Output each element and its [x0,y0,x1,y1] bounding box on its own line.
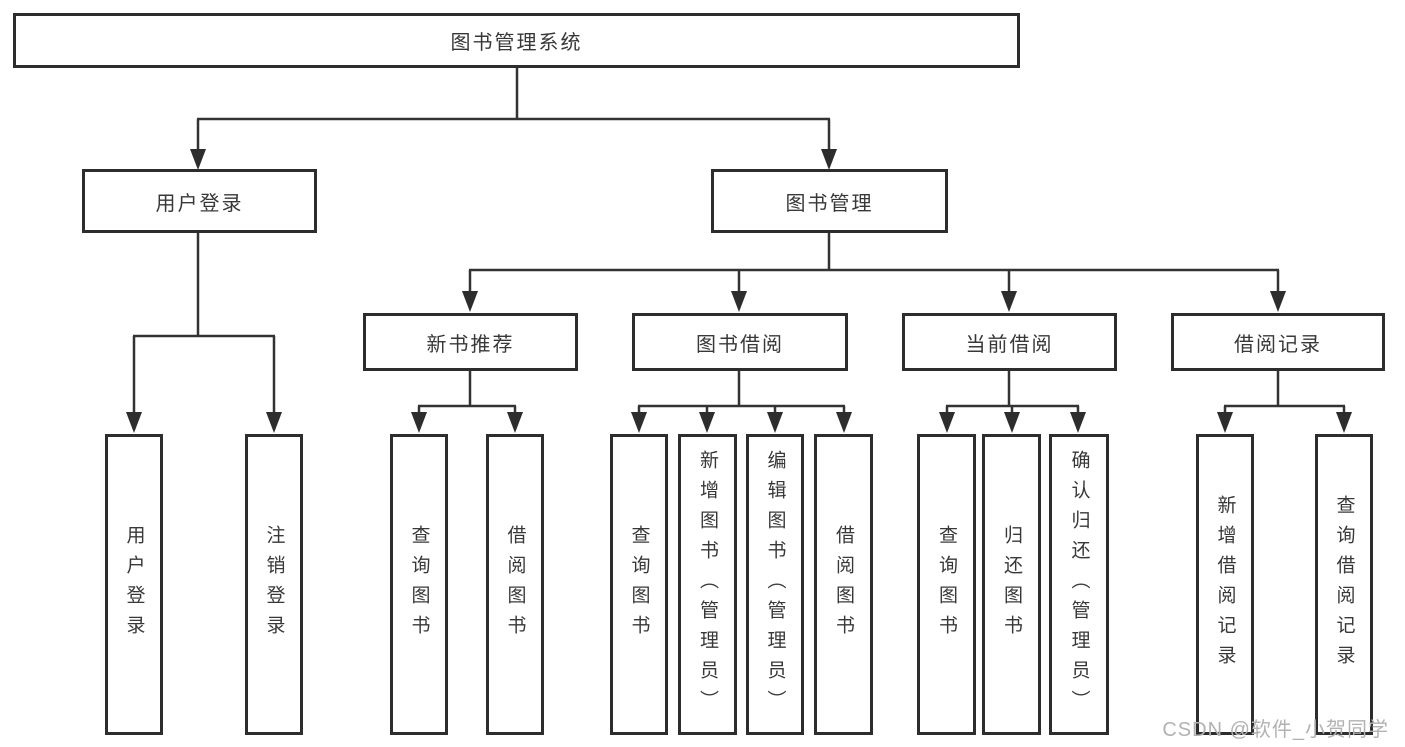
leaf-add-book-admin: 新增图书（管理员） [678,434,737,735]
node-book-borrowing: 图书借阅 [632,313,848,371]
arrow-down-icon [266,412,282,433]
leaf-query-books-recommend: 查询图书 [390,434,448,735]
arrow-down-icon [836,412,852,433]
arrow-down-icon [939,412,955,433]
leaf-query-books-current: 查询图书 [917,434,976,735]
node-new-book-recommend: 新书推荐 [363,313,578,371]
leaf-borrow-books-recommend: 借阅图书 [486,434,544,735]
leaf-confirm-return-admin: 确认归还（管理员） [1049,434,1109,735]
arrow-down-icon [190,149,206,170]
arrow-down-icon [821,149,837,170]
arrow-down-icon [1070,412,1086,433]
arrow-down-icon [1004,412,1020,433]
arrow-down-icon [1270,291,1286,312]
arrow-down-icon [507,412,523,433]
arrow-down-icon [1217,412,1233,433]
node-book-management: 图书管理 [711,169,948,233]
leaf-edit-book-admin: 编辑图书（管理员） [746,434,804,735]
leaf-query-borrow-record: 查询借阅记录 [1315,434,1373,735]
leaf-query-books-borrowing: 查询图书 [610,434,668,735]
leaf-return-books: 归还图书 [982,434,1041,735]
watermark: CSDN @软件_小贺同学 [1162,719,1389,741]
arrow-down-icon [631,412,647,433]
arrow-down-icon [767,412,783,433]
arrow-down-icon [1336,412,1352,433]
node-user-login: 用户登录 [82,169,317,233]
node-library-management-system: 图书管理系统 [13,13,1020,68]
leaf-add-borrow-record: 新增借阅记录 [1196,434,1254,735]
leaf-user-login: 用户登录 [105,434,163,735]
arrow-down-icon [126,412,142,433]
node-borrowing-records: 借阅记录 [1171,313,1385,371]
arrow-down-icon [699,412,715,433]
arrow-down-icon [731,291,747,312]
arrow-down-icon [462,291,478,312]
arrow-down-icon [411,412,427,433]
arrow-down-icon [1001,291,1017,312]
node-current-borrowing: 当前借阅 [902,313,1117,371]
leaf-borrow-books-borrowing: 借阅图书 [814,434,873,735]
leaf-logout: 注销登录 [245,434,303,735]
